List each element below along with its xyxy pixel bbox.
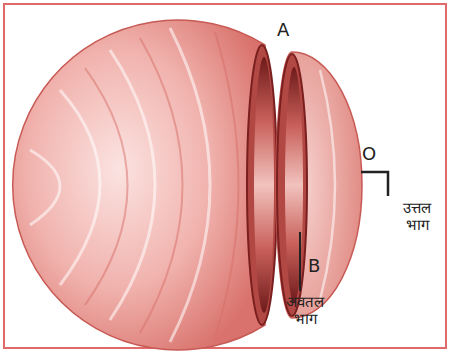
part-label: उत्तल भाग (392, 200, 442, 235)
leader-line (299, 232, 301, 291)
leader-line (361, 172, 388, 196)
part-label: अवतल भाग (279, 294, 331, 329)
point-label: B (308, 256, 320, 277)
point-label: O (362, 144, 376, 165)
point-label: A (277, 20, 289, 41)
